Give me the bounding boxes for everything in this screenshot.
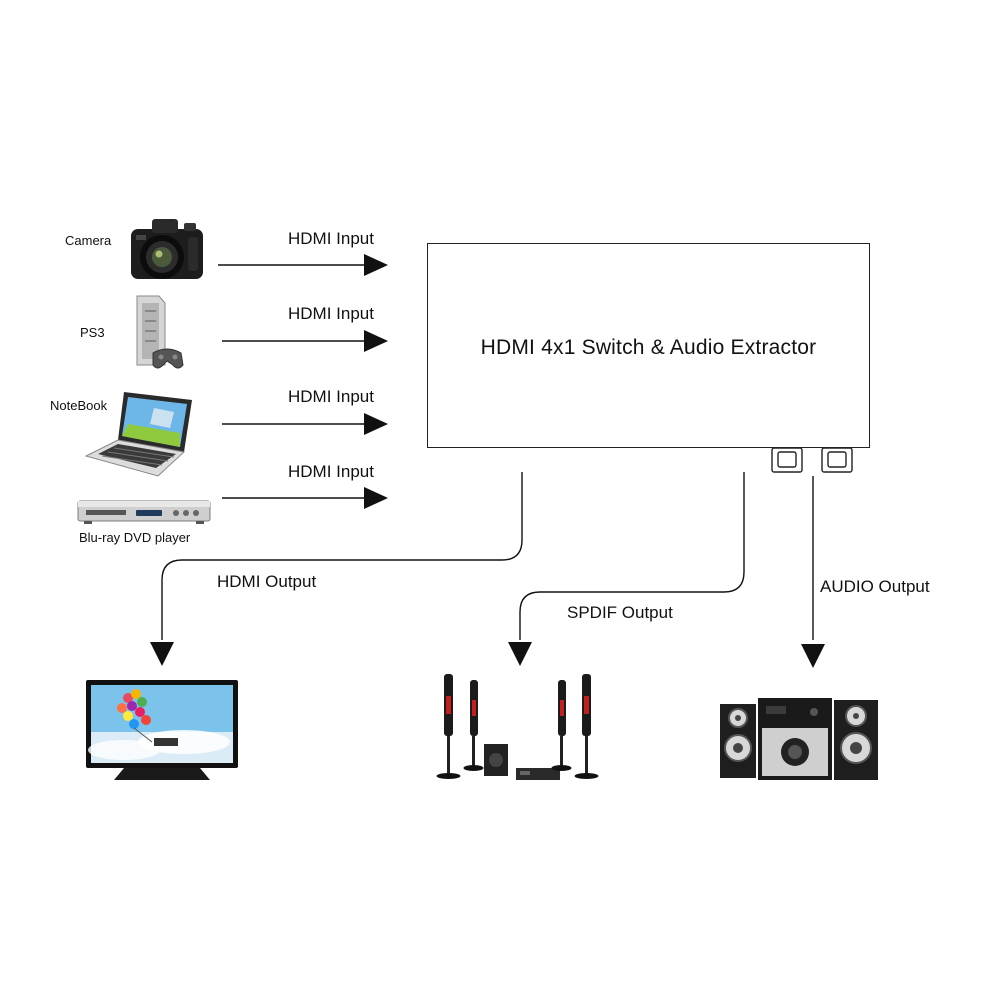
laptop-icon [84,392,192,477]
dvd-player-label: Blu-ray DVD player [79,530,191,545]
input-arrowhead-1 [364,254,388,276]
camera-label: Camera [65,233,112,248]
switch-device-box: HDMI 4x1 Switch & Audio Extractor [427,243,870,448]
hdmi-output-label: HDMI Output [217,572,317,591]
audio-output-label: AUDIO Output [820,577,930,596]
audio-output-arrowhead [801,644,825,668]
audio-port-1 [771,447,803,473]
dvd-player-icon [77,500,211,524]
spdif-output-arrowhead [508,642,532,666]
hdmi-output-arrowhead [150,642,174,666]
spdif-output-line [519,472,745,640]
input-arrowhead-4 [364,487,388,509]
audio-port-2 [821,447,853,473]
input-arrowhead-3 [364,413,388,435]
input-arrowhead-2 [364,330,388,352]
hdmi-input-label-1: HDMI Input [288,229,374,248]
notebook-label: NoteBook [50,398,108,413]
device-title: HDMI 4x1 Switch & Audio Extractor [480,336,817,359]
hdmi-output-line [161,472,523,640]
camera-icon [131,219,203,279]
game-console-icon [136,295,184,369]
hdmi-input-label-4: HDMI Input [288,462,374,481]
hdmi-input-label-3: HDMI Input [288,387,374,406]
spdif-output-label: SPDIF Output [567,603,673,622]
tv-icon [86,680,238,780]
hdmi-input-label-2: HDMI Input [288,304,374,323]
stereo-speakers-icon [720,698,878,780]
home-theater-icon [436,674,599,780]
ps3-label: PS3 [80,325,105,340]
